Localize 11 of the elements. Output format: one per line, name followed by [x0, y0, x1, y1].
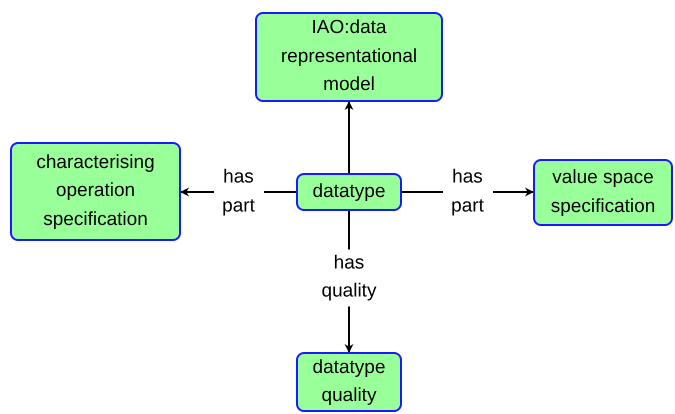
node-text: datatype quality [312, 356, 386, 408]
node-text: value space specification [550, 166, 656, 218]
arrow [344, 101, 354, 173]
concept-box [10, 142, 181, 241]
concept-box [533, 159, 673, 226]
concept-box [255, 12, 443, 102]
node-text: IAO:data representational model [280, 16, 418, 98]
node-text: datatype [312, 180, 386, 204]
concept-box [296, 352, 402, 412]
concept-box [296, 173, 402, 211]
node-text: characterising operation specification [35, 150, 156, 232]
